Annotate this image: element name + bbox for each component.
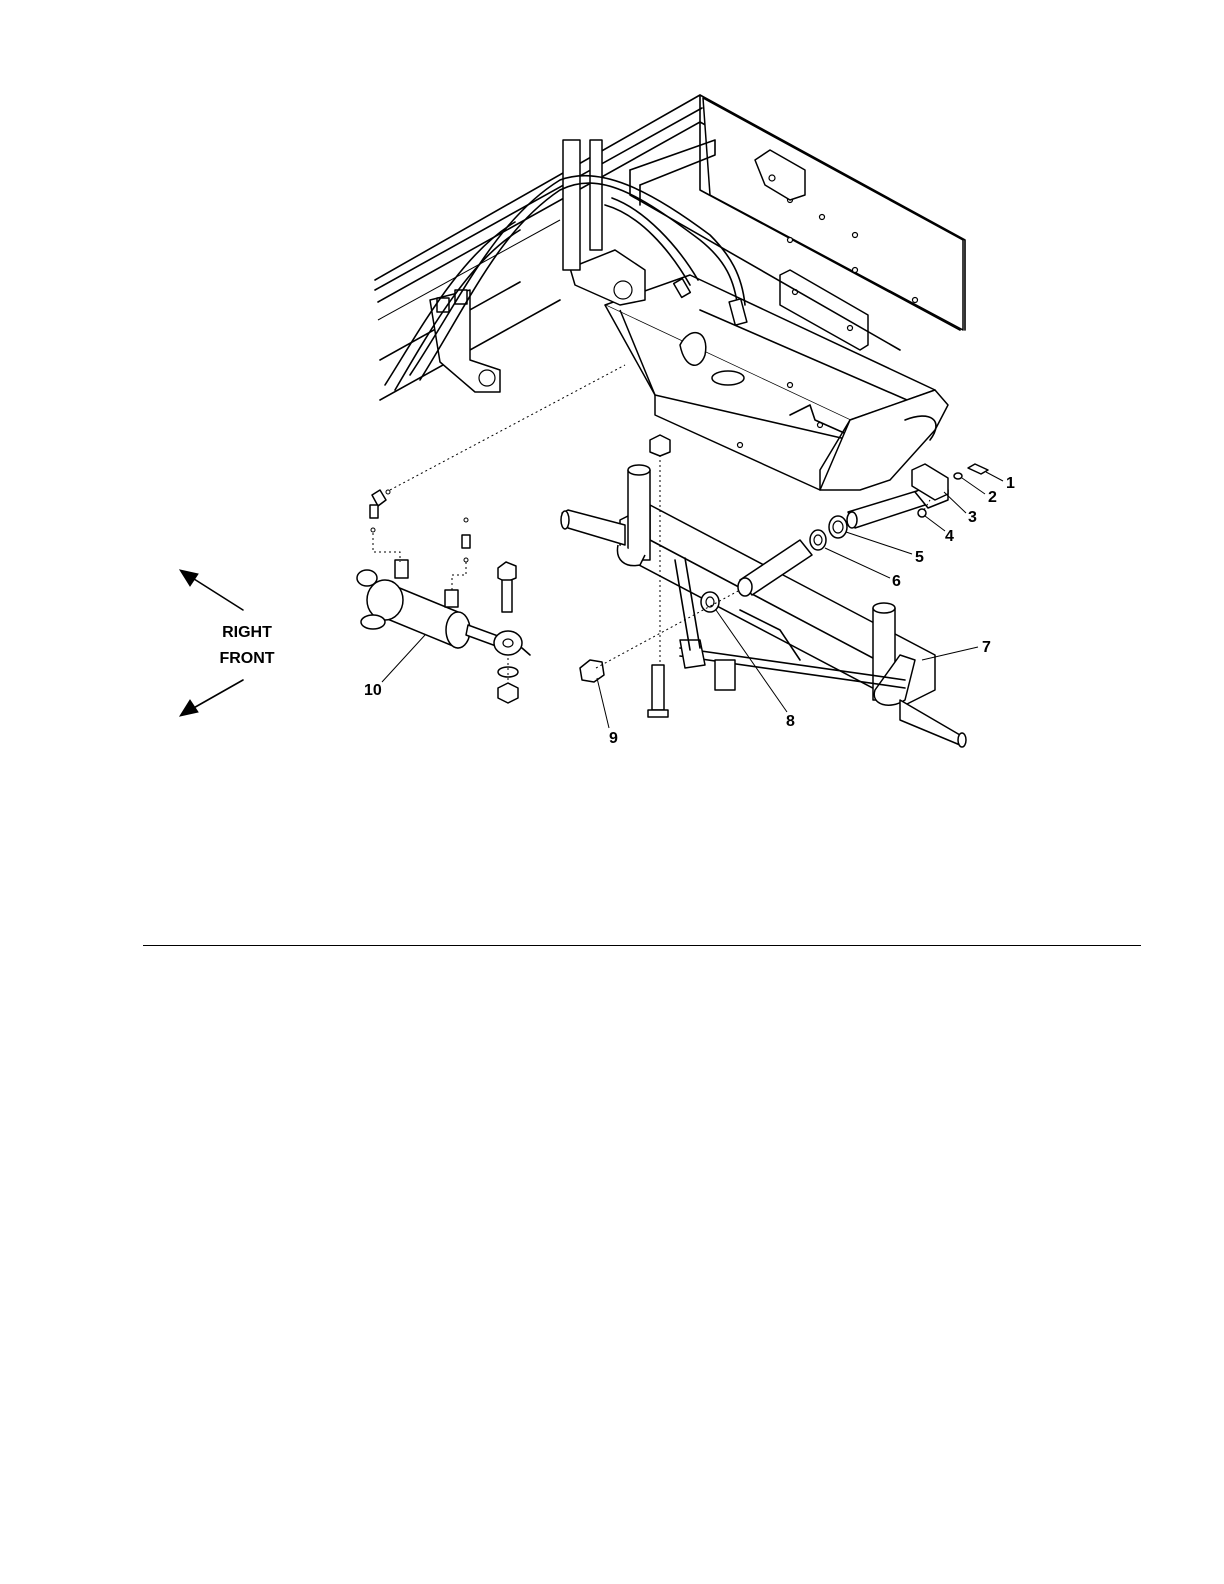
horizontal-divider [143,945,1141,946]
callout-5: 5 [915,549,924,566]
front-arrowhead-icon [180,700,198,716]
vehicle-frame [375,95,965,490]
callout-9: 9 [609,730,618,747]
direction-front-label: FRONT [219,650,274,667]
callout-8: 8 [786,713,795,730]
right-arrowhead-icon [180,570,198,586]
callout-2: 2 [988,489,997,506]
callout-3: 3 [968,509,977,526]
callout-4: 4 [945,528,954,545]
callout-numbers: 1 2 3 4 5 6 7 8 9 10 [364,475,1015,747]
direction-indicator: RIGHT FRONT [180,570,275,716]
callout-6: 6 [892,573,901,590]
callout-7: 7 [982,639,991,656]
callout-10: 10 [364,682,382,699]
direction-right-label: RIGHT [222,624,272,641]
steering-cylinder [357,490,530,703]
callout-1: 1 [1006,475,1015,492]
front-axle-assembly [561,465,966,747]
